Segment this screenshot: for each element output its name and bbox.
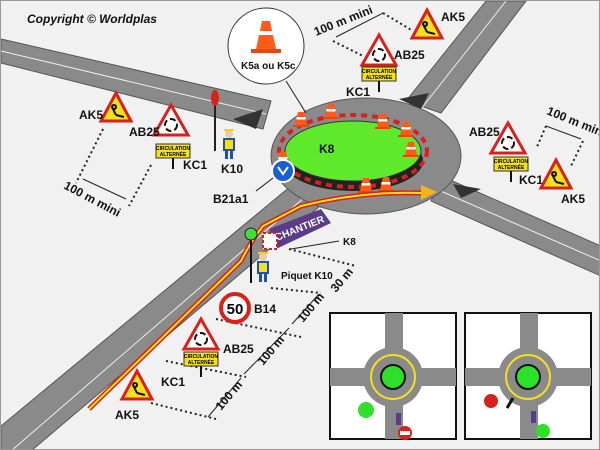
label-ab25-ne: AB25 (394, 48, 425, 62)
label-ab25-east: AB25 (469, 125, 500, 139)
inset-right (464, 312, 592, 440)
distance-mini-west: 100 m mini (62, 178, 123, 219)
distance-30: 30 m (328, 265, 356, 295)
copyright-text: Copyright © Worldplas (27, 12, 157, 26)
label-b21a1: B21a1 (213, 192, 249, 206)
distance-mini-east: 100 m mini (545, 104, 600, 140)
kc1-panel-text: ALTERNÉE (188, 358, 215, 366)
kc1-panel-text: CIRCULATION (494, 159, 528, 165)
b14-speed-sign (219, 292, 251, 324)
distance-100-a: 100 m (213, 378, 246, 413)
kc1-panel-text: ALTERNÉE (160, 150, 187, 158)
label-ak5-west: AK5 (79, 108, 103, 122)
east-signs: AB25 KC1 AK5 100 m mini (469, 104, 600, 206)
label-ak5-east: AK5 (561, 192, 585, 206)
arrow-head-icon (421, 185, 437, 200)
label-ab25-west: AB25 (129, 125, 160, 139)
cone-callout: K5a ou K5c (227, 7, 307, 114)
label-ak5-sw: AK5 (115, 408, 139, 422)
label-kc1-west: KC1 (183, 158, 207, 172)
kc1-panel-text: ALTERNÉE (366, 73, 393, 81)
label-k10-west: K10 (221, 162, 243, 176)
kc1-panel-text: ALTERNÉE (498, 163, 525, 171)
distance-100-c: 100 m (295, 290, 328, 325)
cone-callout-label: K5a ou K5c (241, 61, 296, 72)
kc1-panel-text: CIRCULATION (362, 69, 396, 75)
label-k8: K8 (343, 237, 356, 248)
inset-left (329, 312, 457, 440)
label-kc1-ne: KC1 (346, 85, 370, 99)
label-kc1-sw: KC1 (161, 375, 185, 389)
kc1-panel-text: CIRCULATION (156, 146, 190, 152)
label-ak5-ne: AK5 (441, 10, 465, 24)
central-island: K8 (277, 113, 429, 191)
label-piquet-k10: Piquet K10 (281, 271, 333, 282)
island-label: K8 (319, 142, 335, 156)
distance-100-b: 100 m (255, 333, 288, 368)
speed-limit-value: 50 (227, 301, 244, 318)
label-kc1-east: KC1 (519, 173, 543, 187)
label-b14: B14 (254, 302, 276, 316)
label-ab25-sw: AB25 (223, 342, 254, 356)
b21a1-sign-icon (271, 159, 295, 183)
kc1-panel-text: CIRCULATION (184, 354, 218, 360)
